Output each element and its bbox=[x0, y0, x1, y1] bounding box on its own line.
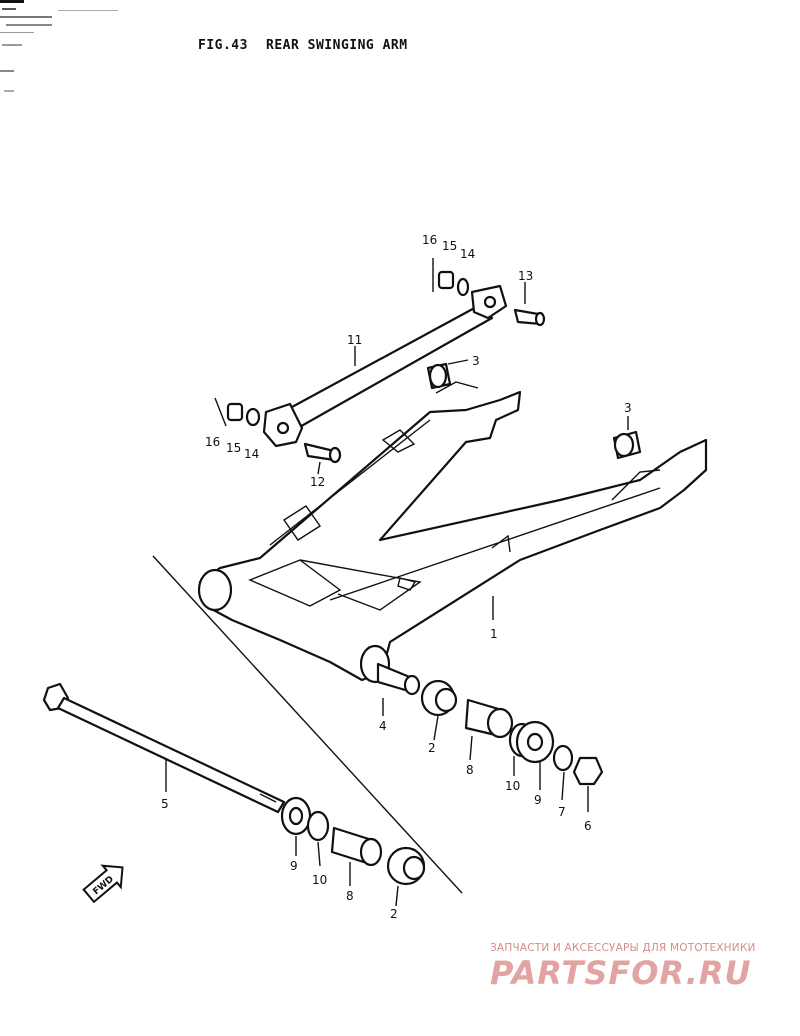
torque-rod-hardware-left bbox=[214, 397, 342, 464]
leader-lines bbox=[165, 282, 629, 907]
bearing-set-left bbox=[280, 796, 426, 886]
callout-3-left: 3 bbox=[472, 354, 480, 368]
callout-14-top: 14 bbox=[460, 247, 475, 261]
callout-13: 13 bbox=[518, 269, 533, 283]
figure-title: REAR SWINGING ARM bbox=[266, 38, 408, 53]
callout-10-right: 10 bbox=[505, 779, 520, 793]
leader-reference-line bbox=[152, 555, 463, 894]
callout-1: 1 bbox=[490, 627, 498, 641]
callout-16-top: 16 bbox=[422, 233, 437, 247]
watermark-logo: PARTSFOR.RU bbox=[490, 954, 752, 992]
callout-2-left: 2 bbox=[390, 907, 398, 921]
watermark-tagline: ЗАПЧАСТИ И АКСЕССУАРЫ ДЛЯ МОТОТЕХНИКИ bbox=[490, 942, 756, 954]
forward-arrow-icon: FWD bbox=[82, 864, 124, 904]
callout-14-left: 14 bbox=[244, 447, 259, 461]
spacer-4 bbox=[376, 662, 421, 696]
callout-4: 4 bbox=[379, 719, 387, 733]
callout-6: 6 bbox=[584, 819, 592, 833]
torque-rod-hardware-top bbox=[432, 258, 546, 327]
torque-rod bbox=[262, 284, 508, 448]
swing-arm-body bbox=[197, 381, 708, 684]
callout-16-left: 16 bbox=[205, 435, 220, 449]
callout-8-right: 8 bbox=[466, 763, 474, 777]
callout-5: 5 bbox=[161, 797, 169, 811]
callout-8-left: 8 bbox=[346, 889, 354, 903]
callout-2-right: 2 bbox=[428, 741, 436, 755]
callout-11: 11 bbox=[347, 333, 362, 347]
callout-15-left: 15 bbox=[226, 441, 241, 455]
callout-labels: 1 2 2 3 3 4 5 6 7 8 8 9 9 10 10 11 12 13… bbox=[161, 233, 632, 921]
callout-3-right: 3 bbox=[624, 401, 632, 415]
pivot-axle-bolt bbox=[42, 682, 286, 814]
pivot-bushings bbox=[426, 362, 642, 460]
callout-9-right: 9 bbox=[534, 793, 542, 807]
bearing-set-right bbox=[420, 679, 604, 786]
scan-noise bbox=[0, 0, 118, 92]
callout-7: 7 bbox=[558, 805, 566, 819]
callout-10-left: 10 bbox=[312, 873, 327, 887]
figure-number: FIG.43 bbox=[198, 38, 248, 53]
callout-12: 12 bbox=[310, 475, 325, 489]
callout-15-top: 15 bbox=[442, 239, 457, 253]
callout-9-left: 9 bbox=[290, 859, 298, 873]
